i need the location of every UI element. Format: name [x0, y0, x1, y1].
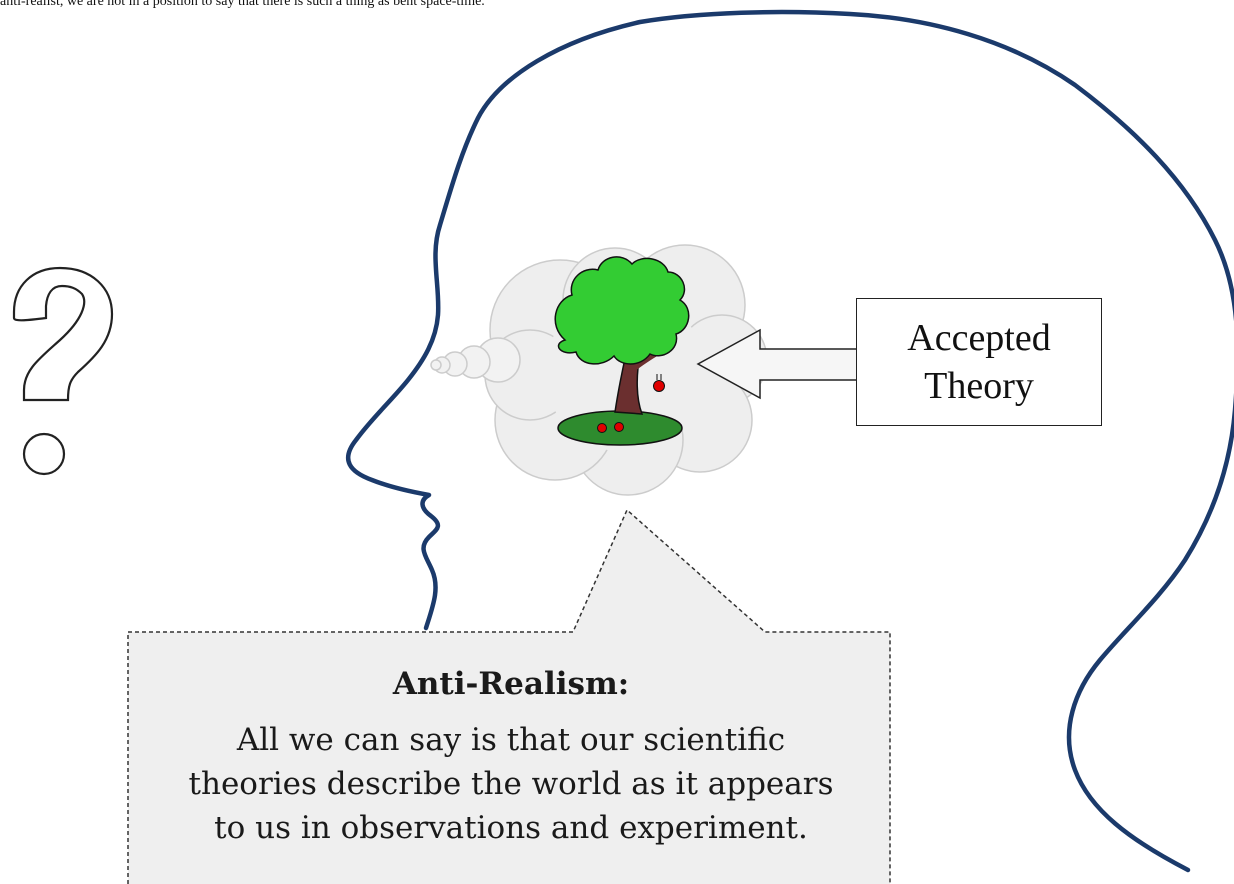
thought-bubbles [430, 337, 521, 383]
accepted-theory-box: Accepted Theory [856, 298, 1102, 426]
arrow-icon [696, 328, 856, 400]
top-caption: anti-realist, we are not in a position t… [0, 0, 485, 9]
accepted-theory-label: Accepted Theory [907, 317, 1051, 407]
tree-icon [554, 256, 690, 446]
callout-shape [127, 508, 891, 884]
head-outline [345, 9, 1234, 873]
question-mark-icon [12, 266, 114, 476]
callout-title: Anti-Realism: [392, 666, 630, 702]
callout-text: Anti-Realism: All we can say is that our… [132, 662, 890, 850]
callout-body: All we can say is that our scientific th… [188, 722, 834, 846]
